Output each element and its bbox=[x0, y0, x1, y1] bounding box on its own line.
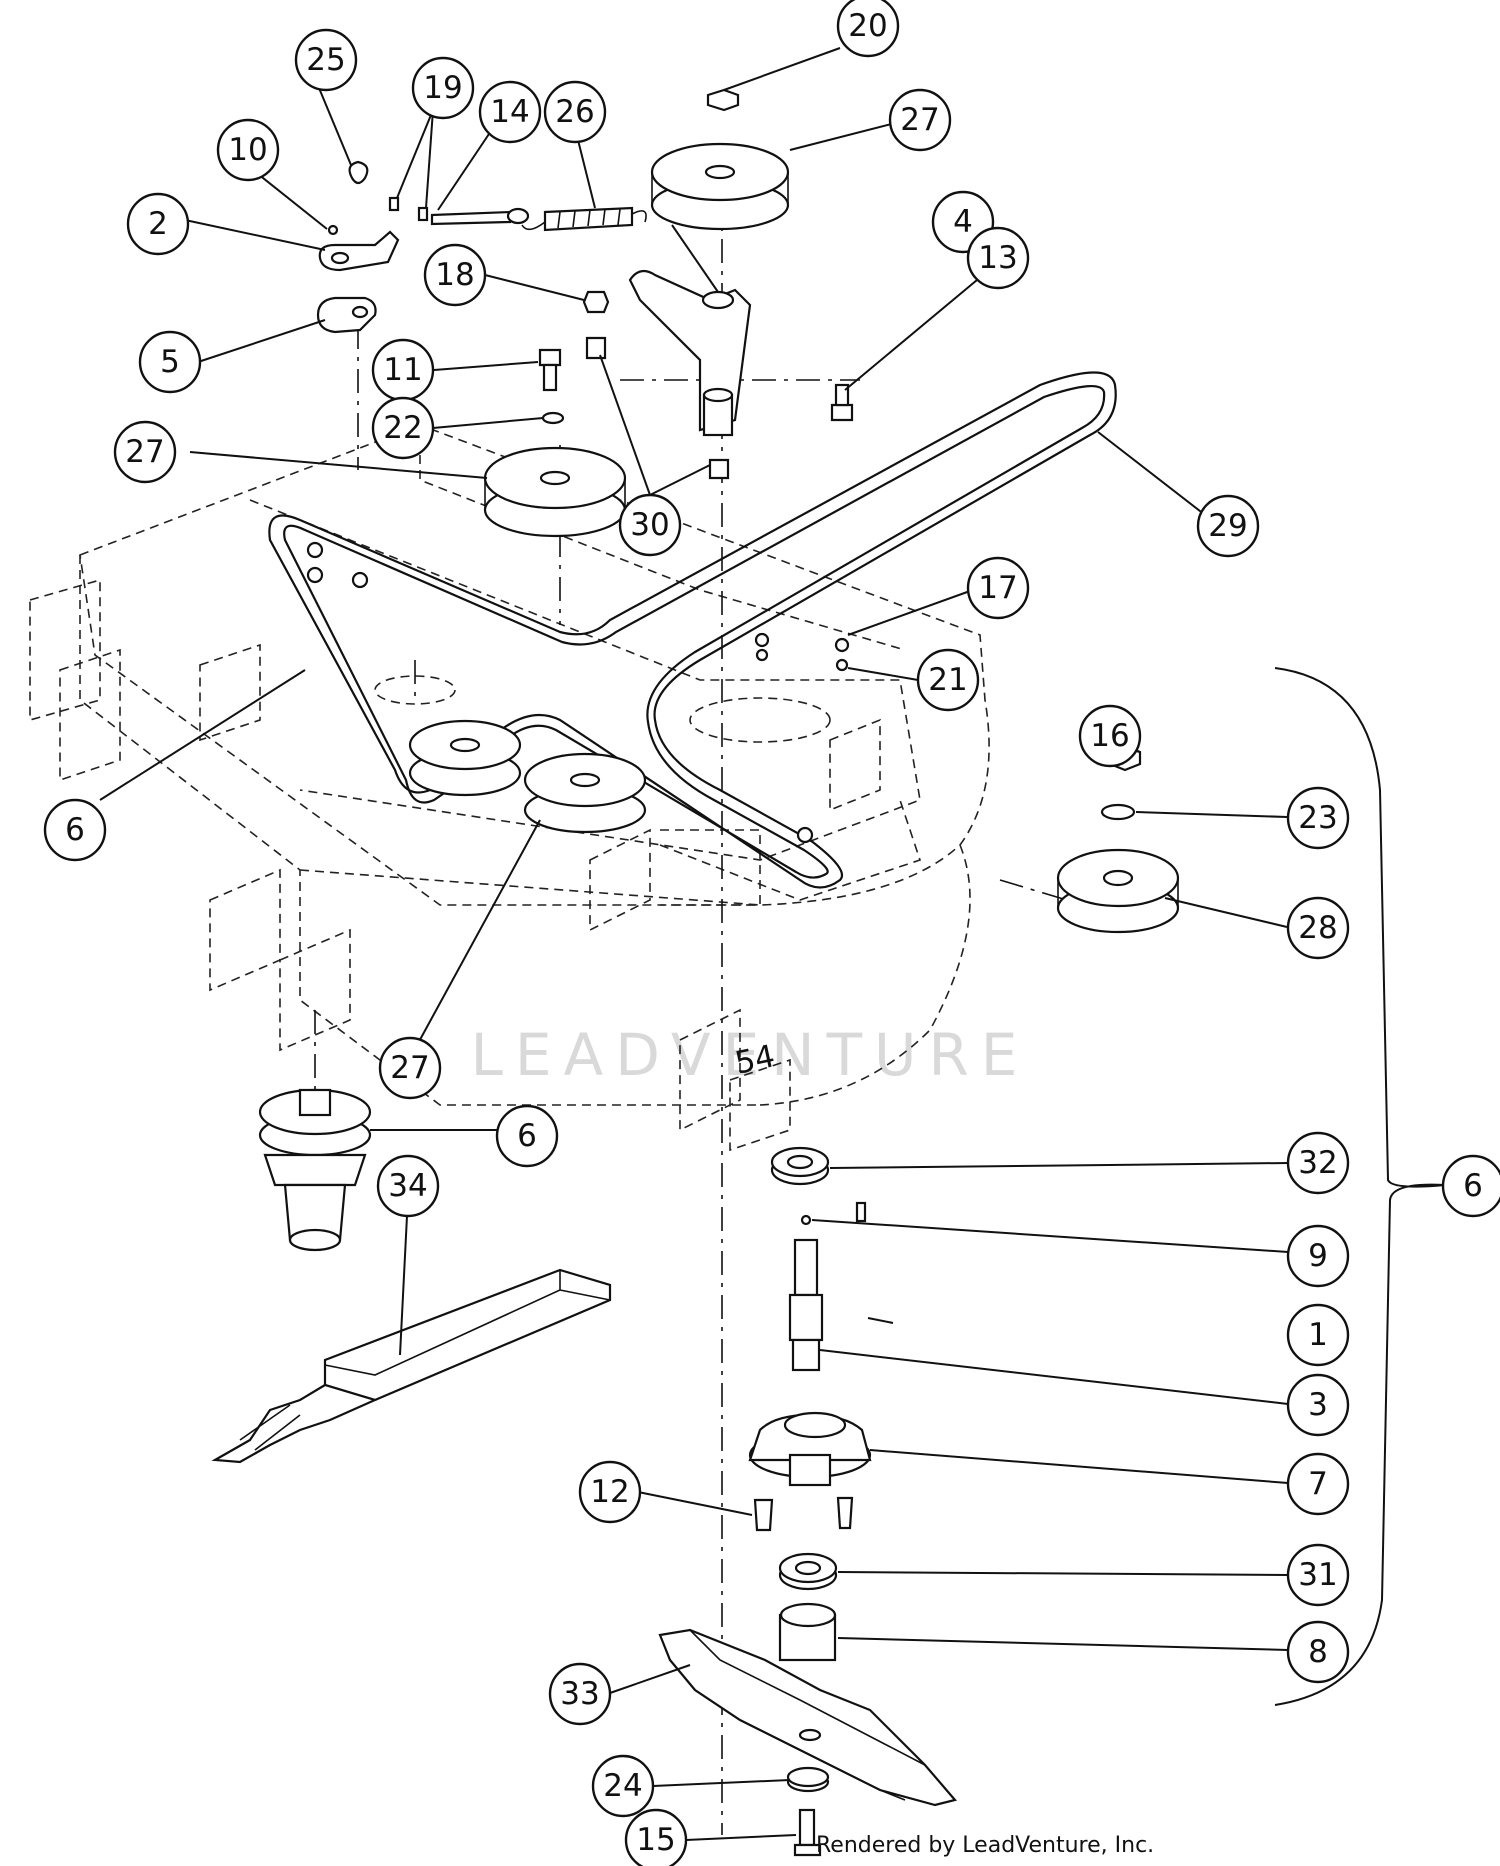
svg-text:20: 20 bbox=[848, 8, 887, 44]
svg-text:27: 27 bbox=[390, 1050, 429, 1086]
svg-text:25: 25 bbox=[306, 42, 345, 78]
svg-text:23: 23 bbox=[1298, 800, 1337, 836]
callout-27-upper: 27 bbox=[888, 88, 952, 152]
spindle-housing bbox=[748, 1411, 872, 1532]
callout-27-middle: 27 bbox=[113, 420, 177, 484]
svg-text:31: 31 bbox=[1298, 1557, 1337, 1593]
svg-text:15: 15 bbox=[636, 1822, 675, 1858]
svg-text:34: 34 bbox=[388, 1168, 427, 1204]
callout-27-deck: 27 bbox=[378, 1036, 442, 1100]
svg-text:32: 32 bbox=[1298, 1145, 1337, 1181]
callout-33: 33 bbox=[548, 1662, 612, 1726]
svg-text:22: 22 bbox=[383, 410, 422, 446]
middle-idler-pulley bbox=[483, 411, 627, 538]
upper-idler-pulley bbox=[650, 88, 790, 231]
spindle-assembly bbox=[258, 1088, 372, 1252]
callout-17: 17 bbox=[966, 556, 1030, 620]
svg-text:19: 19 bbox=[423, 70, 462, 106]
svg-text:6: 6 bbox=[65, 812, 85, 848]
svg-text:4: 4 bbox=[953, 204, 973, 240]
svg-text:17: 17 bbox=[978, 570, 1017, 606]
spindle-shaft-parts bbox=[770, 1146, 867, 1372]
bolts bbox=[538, 348, 854, 422]
watermark: LEADVENTURE bbox=[471, 1021, 1030, 1089]
callout-14: 14 bbox=[478, 80, 542, 144]
mower-deck bbox=[29, 424, 990, 1152]
callout-6-spindle-assembly: 6 bbox=[495, 1104, 559, 1168]
svg-text:13: 13 bbox=[978, 240, 1017, 276]
callout-32: 32 bbox=[1286, 1131, 1350, 1195]
callout-7: 7 bbox=[1286, 1452, 1350, 1516]
callout-12: 12 bbox=[578, 1460, 642, 1524]
callout-6-bracket: 6 bbox=[1441, 1154, 1500, 1218]
svg-text:29: 29 bbox=[1208, 508, 1247, 544]
svg-text:9: 9 bbox=[1308, 1238, 1328, 1274]
callout-19: 19 bbox=[411, 56, 475, 120]
callout-18: 18 bbox=[423, 243, 487, 307]
svg-text:6: 6 bbox=[1463, 1168, 1483, 1204]
idler-arm bbox=[582, 269, 752, 480]
callout-10: 10 bbox=[216, 118, 280, 182]
svg-text:27: 27 bbox=[125, 434, 164, 470]
callout-11: 11 bbox=[371, 338, 435, 402]
svg-text:24: 24 bbox=[603, 1768, 642, 1804]
svg-text:11: 11 bbox=[383, 352, 422, 388]
callout-22: 22 bbox=[371, 396, 435, 460]
eyebolt-and-spring bbox=[430, 206, 647, 232]
callout-28: 28 bbox=[1286, 896, 1350, 960]
svg-text:7: 7 bbox=[1308, 1466, 1328, 1502]
svg-text:8: 8 bbox=[1308, 1634, 1328, 1670]
svg-text:30: 30 bbox=[630, 507, 669, 543]
callout-20: 20 bbox=[836, 0, 900, 58]
svg-text:21: 21 bbox=[928, 662, 967, 698]
svg-text:6: 6 bbox=[517, 1118, 537, 1154]
svg-text:3: 3 bbox=[1308, 1387, 1328, 1423]
idler-arm-assembly bbox=[316, 160, 429, 334]
callout-25: 25 bbox=[294, 28, 358, 92]
callout-29: 29 bbox=[1196, 494, 1260, 558]
callout-8: 8 bbox=[1286, 1620, 1350, 1684]
svg-text:33: 33 bbox=[560, 1676, 599, 1712]
callout-30: 30 bbox=[618, 493, 682, 557]
svg-text:18: 18 bbox=[435, 257, 474, 293]
svg-text:14: 14 bbox=[490, 94, 529, 130]
callout-3: 3 bbox=[1286, 1373, 1350, 1437]
svg-text:26: 26 bbox=[555, 94, 594, 130]
svg-text:5: 5 bbox=[160, 344, 180, 380]
drive-belt bbox=[268, 371, 1117, 889]
svg-text:2: 2 bbox=[148, 206, 168, 242]
callout-9: 9 bbox=[1286, 1224, 1350, 1288]
callout-26: 26 bbox=[543, 80, 607, 144]
svg-text:12: 12 bbox=[590, 1474, 629, 1510]
lower-bearing-and-spacer bbox=[778, 1552, 838, 1662]
callout-16: 16 bbox=[1078, 704, 1142, 768]
deck-pulleys bbox=[306, 541, 850, 844]
callout-6-deck-spindle: 6 bbox=[43, 798, 107, 862]
callout-34: 34 bbox=[376, 1154, 440, 1218]
leader-lines bbox=[99, 47, 1289, 1841]
svg-text:1: 1 bbox=[1308, 1317, 1328, 1353]
deck-size-marking: 54 bbox=[732, 1038, 778, 1081]
mower-blade-33 bbox=[658, 1628, 957, 1857]
callout-1: 1 bbox=[1286, 1303, 1350, 1367]
svg-text:27: 27 bbox=[900, 102, 939, 138]
callout-24: 24 bbox=[591, 1754, 655, 1818]
callout-15: 15 bbox=[624, 1808, 688, 1866]
render-credit: Rendered by LeadVenture, Inc. bbox=[816, 1833, 1155, 1858]
callouts: 1 2 3 4 5 6 6 6 7 8 9 10 11 12 13 14 15 … bbox=[43, 0, 1500, 1866]
callout-23: 23 bbox=[1286, 786, 1350, 850]
svg-text:16: 16 bbox=[1090, 718, 1129, 754]
callout-21: 21 bbox=[916, 648, 980, 712]
callout-13: 13 bbox=[966, 226, 1030, 290]
spindle-pulley bbox=[1056, 744, 1180, 934]
callout-31: 31 bbox=[1286, 1543, 1350, 1607]
mower-blade-34 bbox=[211, 1268, 612, 1464]
callout-5: 5 bbox=[138, 330, 202, 394]
svg-text:28: 28 bbox=[1298, 910, 1337, 946]
callout-2: 2 bbox=[126, 192, 190, 256]
svg-text:10: 10 bbox=[228, 132, 267, 168]
